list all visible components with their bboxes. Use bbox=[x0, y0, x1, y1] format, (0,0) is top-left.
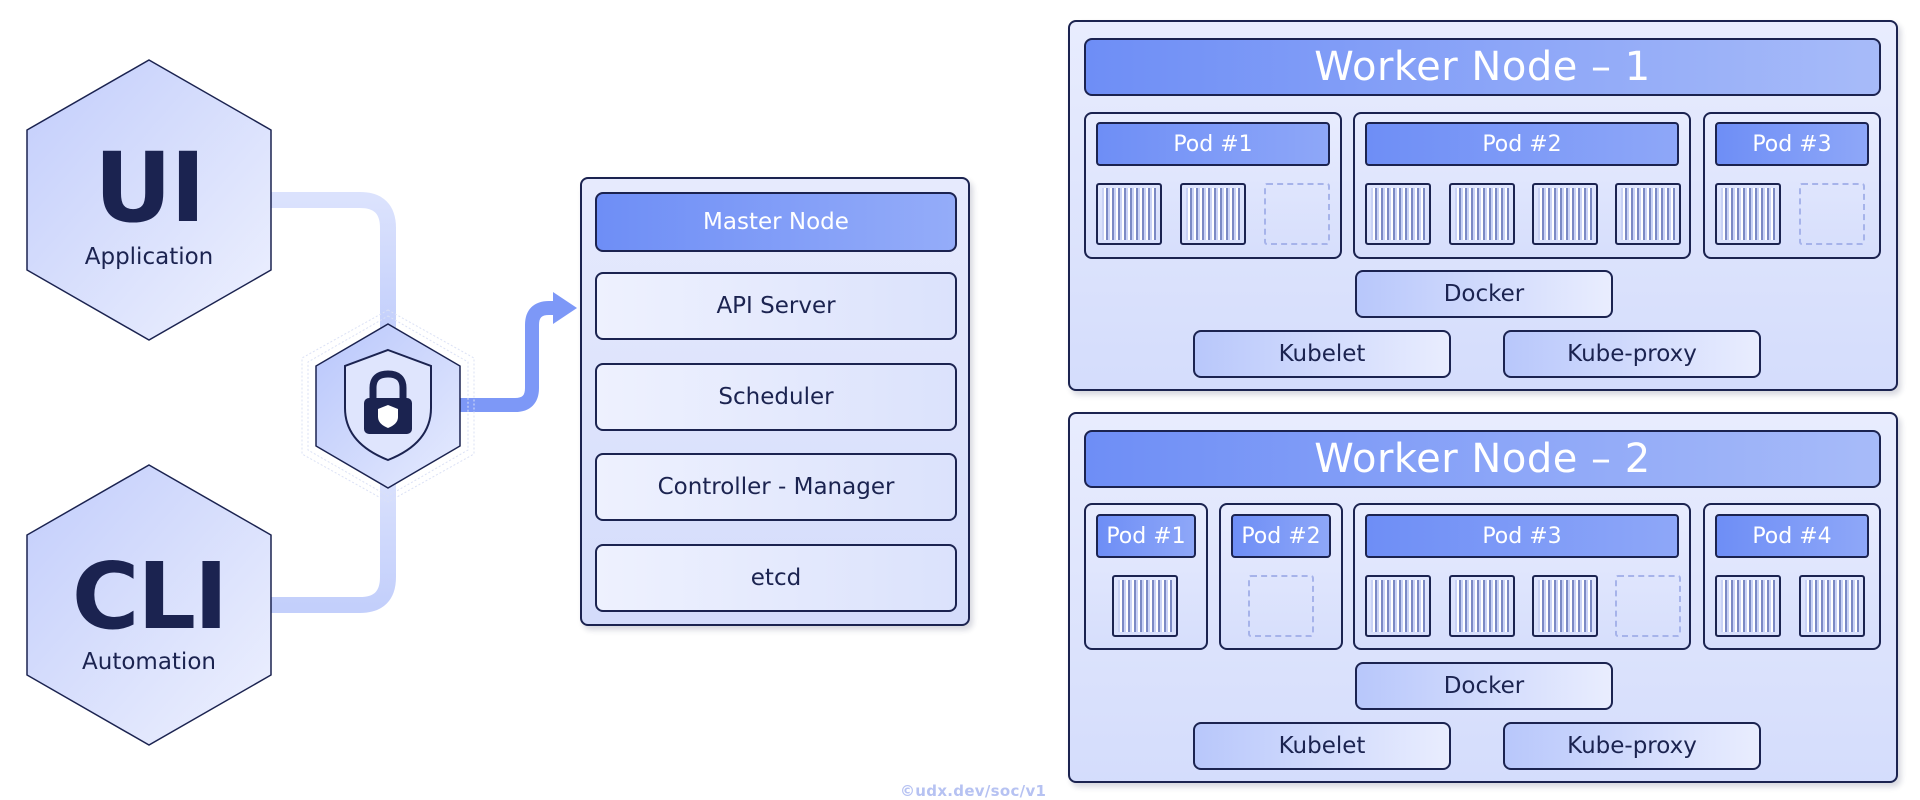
pod-label: Pod #1 bbox=[1096, 514, 1196, 558]
empty-container-slot-icon bbox=[1799, 183, 1865, 245]
client-role: Application bbox=[84, 244, 214, 270]
pod-label: Pod #3 bbox=[1715, 122, 1869, 166]
container-icon bbox=[1365, 575, 1431, 637]
hexagon-shape bbox=[26, 464, 272, 746]
master-node-title: Master Node bbox=[595, 192, 957, 252]
worker-2-docker-runtime: Docker bbox=[1355, 662, 1613, 710]
worker-1-kubelet: Kubelet bbox=[1193, 330, 1451, 378]
worker-2-kubelet: Kubelet bbox=[1193, 722, 1451, 770]
footer-credit: ©udx.dev/soc/v1 bbox=[900, 782, 1047, 800]
shield-lock-icon bbox=[344, 348, 432, 462]
pod-label: Pod #3 bbox=[1365, 514, 1679, 558]
pod-label: Pod #2 bbox=[1365, 122, 1679, 166]
container-icon bbox=[1112, 575, 1178, 637]
container-icon bbox=[1615, 183, 1681, 245]
container-icon bbox=[1532, 183, 1598, 245]
container-icon bbox=[1715, 183, 1781, 245]
empty-container-slot-icon bbox=[1615, 575, 1681, 637]
client-name: UI bbox=[94, 132, 206, 244]
worker-2-kube-proxy: Kube-proxy bbox=[1503, 722, 1761, 770]
client-name: CLI bbox=[71, 543, 228, 650]
arrow-right-icon bbox=[553, 292, 577, 324]
controller-manager-component: Controller - Manager bbox=[595, 453, 957, 521]
pod-label: Pod #4 bbox=[1715, 514, 1869, 558]
security-gateway bbox=[301, 309, 475, 503]
worker-node-2-title: Worker Node – 2 bbox=[1084, 430, 1881, 488]
empty-container-slot-icon bbox=[1248, 575, 1314, 637]
gateway-to-master-connector bbox=[448, 301, 562, 412]
container-icon bbox=[1449, 183, 1515, 245]
cli-to-gateway-connector bbox=[262, 462, 396, 613]
ui-application-hexagon: UI Application bbox=[24, 58, 274, 342]
container-icon bbox=[1799, 575, 1865, 637]
client-role: Automation bbox=[82, 649, 216, 675]
container-icon bbox=[1532, 575, 1598, 637]
worker-1-kube-proxy: Kube-proxy bbox=[1503, 330, 1761, 378]
cli-automation-hexagon: CLI Automation bbox=[24, 463, 274, 747]
container-icon bbox=[1449, 575, 1515, 637]
worker-node-1-title: Worker Node – 1 bbox=[1084, 38, 1881, 96]
ui-to-gateway-connector bbox=[262, 192, 396, 338]
empty-container-slot-icon bbox=[1264, 183, 1330, 245]
pod-label: Pod #1 bbox=[1096, 122, 1330, 166]
container-icon bbox=[1715, 575, 1781, 637]
scheduler-component: Scheduler bbox=[595, 363, 957, 431]
worker-1-docker-runtime: Docker bbox=[1355, 270, 1613, 318]
etcd-component: etcd bbox=[595, 544, 957, 612]
container-icon bbox=[1180, 183, 1246, 245]
pod-label: Pod #2 bbox=[1231, 514, 1331, 558]
container-icon bbox=[1365, 183, 1431, 245]
hexagon-shape bbox=[26, 59, 272, 341]
api-server-component: API Server bbox=[595, 272, 957, 340]
container-icon bbox=[1096, 183, 1162, 245]
